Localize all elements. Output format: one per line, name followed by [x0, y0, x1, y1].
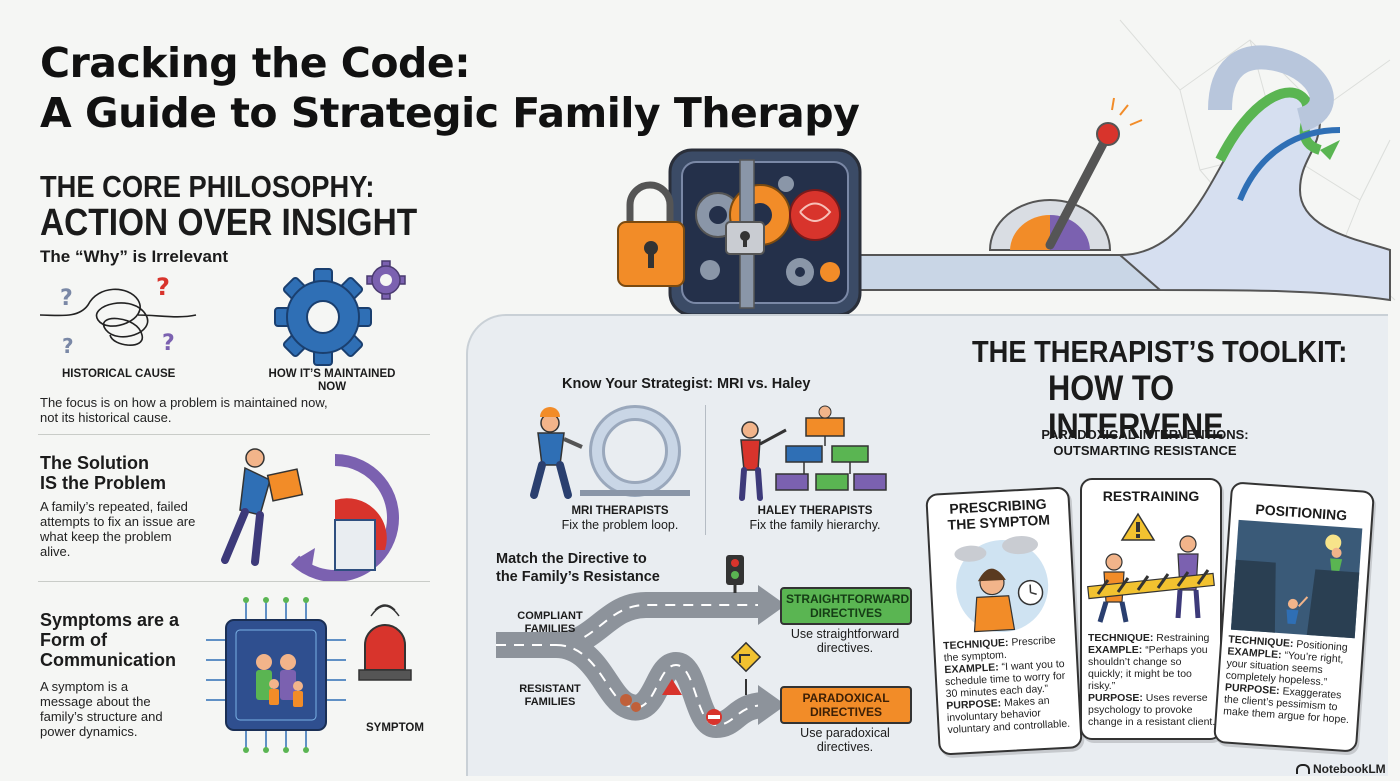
brand-watermark: NotebookLM: [1296, 762, 1386, 776]
maintained-label: HOW IT’S MAINTAINED NOW: [268, 368, 396, 393]
mri-title: MRI THERAPISTS: [571, 505, 669, 517]
straightforward-box: STRAIGHTFORWARD DIRECTIVES: [780, 587, 912, 625]
directive-heading: Match the Directive to the Family’s Resi…: [496, 550, 660, 586]
solution-heading-line-2: IS the Problem: [40, 473, 167, 493]
why-heading: The “Why” is Irrelevant: [40, 247, 228, 266]
purpose-label: PURPOSE:: [1088, 692, 1143, 704]
historical-cause-label: HISTORICAL CAUSE: [62, 368, 176, 380]
card-text: TECHNIQUE: Positioning EXAMPLE: “You’re …: [1223, 633, 1359, 726]
title-line-1: Cracking the Code:: [40, 39, 471, 87]
svg-text:?: ?: [60, 286, 73, 311]
strategist-heading: Know Your Strategist: MRI vs. Haley: [562, 376, 811, 392]
haley-hierarchy-icon: [739, 405, 887, 501]
haley-title: HALEY THERAPISTS: [757, 505, 873, 517]
card-prescribing-symptom: PRESCRIBING THE SYMPTOM TECHNIQUE: Presc…: [925, 486, 1083, 756]
page-title: Cracking the Code: A Guide to Strategic …: [40, 38, 860, 138]
directive-heading-line-2: the Family’s Resistance: [496, 569, 660, 585]
divider: [38, 581, 430, 582]
technique-text: Restraining: [1156, 632, 1210, 644]
paradoxical-heading: PARADOXICAL INTERVENTIONS: OUTSMARTING R…: [1040, 427, 1250, 459]
tangled-string-icon: ? ? ? ?: [39, 273, 197, 358]
core-heading-1: THE CORE PHILOSOPHY:: [40, 169, 375, 204]
symptom-label: SYMPTOM: [366, 722, 424, 734]
directive-heading-line-1: Match the Directive to: [496, 551, 647, 567]
solution-heading-line-1: The Solution: [40, 453, 149, 473]
straightforward-subtitle: Use straightforward directives.: [790, 627, 900, 655]
card-positioning: POSITIONING TECHNIQUE: Positioning EXAMP…: [1213, 481, 1375, 753]
toolkit-heading-1: THE THERAPIST’S TOOLKIT:: [972, 334, 1348, 369]
example-label: EXAMPLE:: [1088, 644, 1143, 656]
card-text: TECHNIQUE: Prescribe the symptom. EXAMPL…: [943, 634, 1076, 736]
strategist-divider: [705, 405, 706, 535]
card-text: TECHNIQUE: Restraining EXAMPLE: “Perhaps…: [1088, 632, 1216, 728]
brand-name: NotebookLM: [1313, 762, 1386, 776]
resistant-label: RESISTANT FAMILIES: [519, 683, 581, 708]
svg-text:?: ?: [156, 273, 170, 301]
symptoms-text: A symptom is a message about the family’…: [40, 679, 163, 739]
compliant-label: COMPLIANT FAMILIES: [517, 610, 583, 635]
example-text: “Perhaps you shouldn’t change so quickly…: [1088, 644, 1208, 692]
symptoms-heading: Symptoms are a Form of Communication: [40, 610, 180, 670]
person-pushing-box-icon: [221, 448, 399, 582]
solution-heading: The Solution IS the Problem: [40, 453, 166, 493]
card-restraining: RESTRAINING TECHNIQUE: Restraining EXAMP…: [1080, 478, 1222, 740]
why-text: The focus is on how a problem is maintai…: [40, 395, 328, 425]
mri-subtitle: Fix the problem loop.: [561, 518, 679, 532]
paradoxical-subtitle: Use paradoxical directives.: [800, 726, 890, 754]
paradoxical-box: PARADOXICAL DIRECTIVES: [780, 686, 912, 724]
card-title: PRESCRIBING THE SYMPTOM: [947, 495, 1051, 533]
mri-therapist-icon: [530, 405, 690, 499]
code-machine-illustration: [617, 45, 1391, 317]
svg-text:?: ?: [62, 334, 74, 358]
core-heading-2: ACTION OVER INSIGHT: [40, 202, 418, 244]
solution-text: A family’s repeated, failed attempts to …: [40, 499, 196, 559]
purpose-text: Uses reverse psychology to provoke chang…: [1088, 692, 1216, 728]
title-line-2: A Guide to Strategic Family Therapy: [40, 89, 860, 137]
technique-label: TECHNIQUE:: [1088, 632, 1154, 644]
siren-icon: [358, 604, 412, 681]
woman-worry-clock-icon: [954, 536, 1049, 633]
brand-icon: [1296, 764, 1310, 774]
card-title: RESTRAINING: [1102, 488, 1200, 504]
divider: [38, 434, 430, 435]
haley-subtitle: Fix the family hierarchy.: [749, 518, 881, 532]
paradoxical-heading-line-1: PARADOXICAL INTERVENTIONS:: [1041, 427, 1249, 442]
paradoxical-heading-line-2: OUTSMARTING RESISTANCE: [1053, 443, 1237, 458]
cliff-hope-icon: [1230, 519, 1363, 639]
svg-text:?: ?: [162, 331, 175, 356]
toolkit-heading-2: HOW TO INTERVENE: [1048, 369, 1224, 446]
circuit-family-icon: [206, 597, 346, 753]
road-diagram: [496, 555, 786, 739]
gear-icon: [274, 260, 406, 366]
caution-tape-icon: [1087, 512, 1215, 623]
